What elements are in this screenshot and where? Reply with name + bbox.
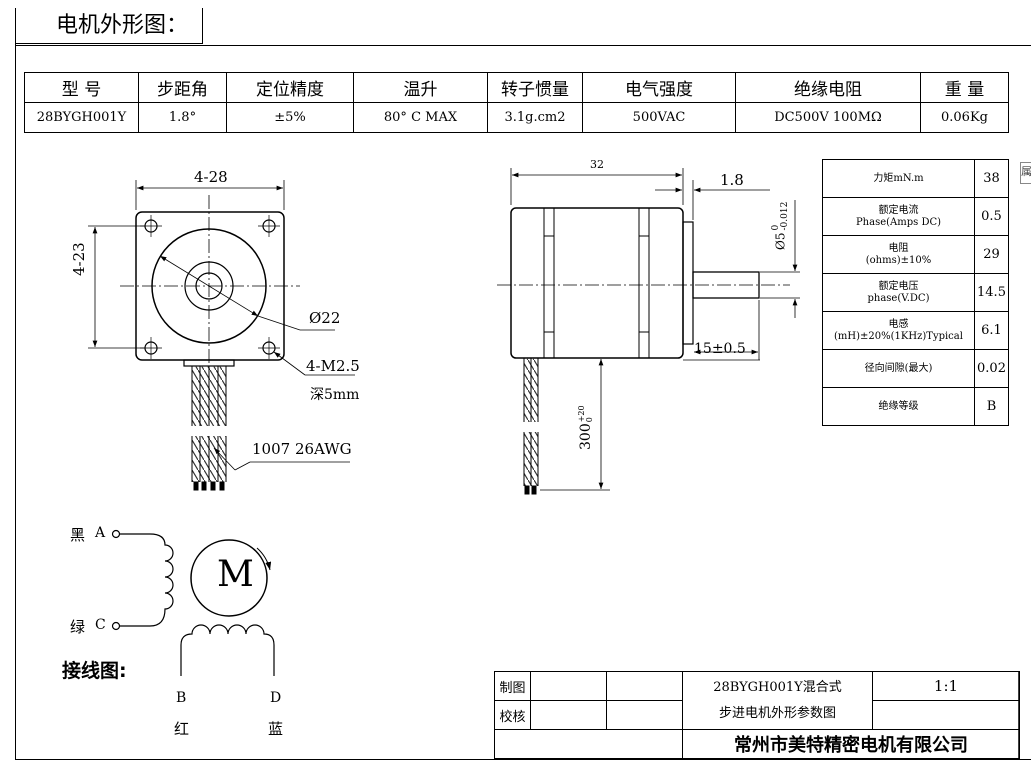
spec-value: 28BYGH001Y [24,102,139,133]
checked-by-field[interactable] [530,700,607,730]
pin-b-label: B [176,690,187,706]
drawing-title: 28BYGH001Y混合式步进电机外形参数图 [682,671,873,730]
shaft [692,271,760,299]
flange-boss [682,221,694,345]
spec-value: 0.06Kg [920,102,1009,133]
param-value: 29 [974,235,1009,274]
terminal-c [111,621,121,631]
spec-header: 转子惯量 [487,72,583,103]
pin-a-color: 黑 [70,526,86,544]
spec-header: 绝缘电阻 [735,72,921,103]
motor-symbol [190,539,268,617]
param-value: 0.02 [974,349,1009,388]
param-label: 电阻(ohms)±10% [822,235,975,274]
wiring-title: 接线图: [62,660,127,682]
height-dimension: 4-23 [70,242,88,276]
frame-top-border [15,45,1031,46]
company-name: 常州市美特精密电机有限公司 [682,729,1020,759]
side-view [497,168,800,495]
boss-diameter-label: Ø22 [309,309,341,327]
coil-ac [120,533,174,627]
front-view [88,180,355,491]
param-value: B [974,387,1009,426]
scale-blank [872,700,1020,730]
hole-note: 4-M2.5 [306,357,360,375]
scale-value: 1:1 [872,671,1020,701]
shaft-diameter-label: Ø50-0.012 [771,201,790,250]
pin-c-label: C [95,617,106,633]
pin-c-color: 绿 [70,618,86,636]
wire-spec-label: 1007 26AWG [252,440,352,458]
spec-value: DC500V 100MΩ [735,102,921,133]
title-block-blank [494,729,683,759]
width-dimension: 4-28 [194,168,228,186]
spec-value: 80° C MAX [353,102,488,133]
pin-b-color: 红 [174,720,190,738]
title-block: 制图 28BYGH001Y混合式步进电机外形参数图 1:1 校核 常州市美特精密… [494,671,1020,759]
spec-value: ±5% [226,102,354,133]
spec-header: 定位精度 [226,72,354,103]
flange-dimension: 1.8 [720,171,744,189]
drawn-date-field[interactable] [606,671,683,701]
shaft-length-label: 15±0.5 [694,341,746,357]
edge-tab[interactable]: 属 [1020,162,1031,184]
motor-m-label: M [217,554,254,595]
drawn-by-field[interactable] [530,671,607,701]
page-title: 电机外形图： [15,8,203,44]
hole-depth-note: 深5mm [310,387,360,403]
spec-header: 型 号 [24,72,139,103]
checked-date-field[interactable] [606,700,683,730]
spec-value: 500VAC [582,102,736,133]
spec-header: 电气强度 [582,72,736,103]
spec-table: 型 号 步距角 定位精度 温升 转子惯量 电气强度 绝缘电阻 重 量 28BYG… [24,72,1009,133]
length-dimension: 32 [590,158,604,171]
motor-body-outline [510,207,684,359]
param-value: 6.1 [974,311,1009,350]
terminal-a [111,529,121,539]
pin-d-label: D [270,690,282,706]
drawn-by-label: 制图 [494,671,531,701]
spec-header: 温升 [353,72,488,103]
spec-value: 3.1g.cm2 [487,102,583,133]
checked-by-label: 校核 [494,700,531,730]
frame-left-border [15,8,16,760]
pin-a-label: A [95,525,106,541]
coil-bd [180,624,275,676]
param-value: 14.5 [974,273,1009,312]
pin-d-color: 蓝 [268,720,284,738]
param-label: 绝缘等级 [822,387,975,426]
wiring-diagram [111,529,275,676]
frame-bottom-border [15,759,1031,760]
